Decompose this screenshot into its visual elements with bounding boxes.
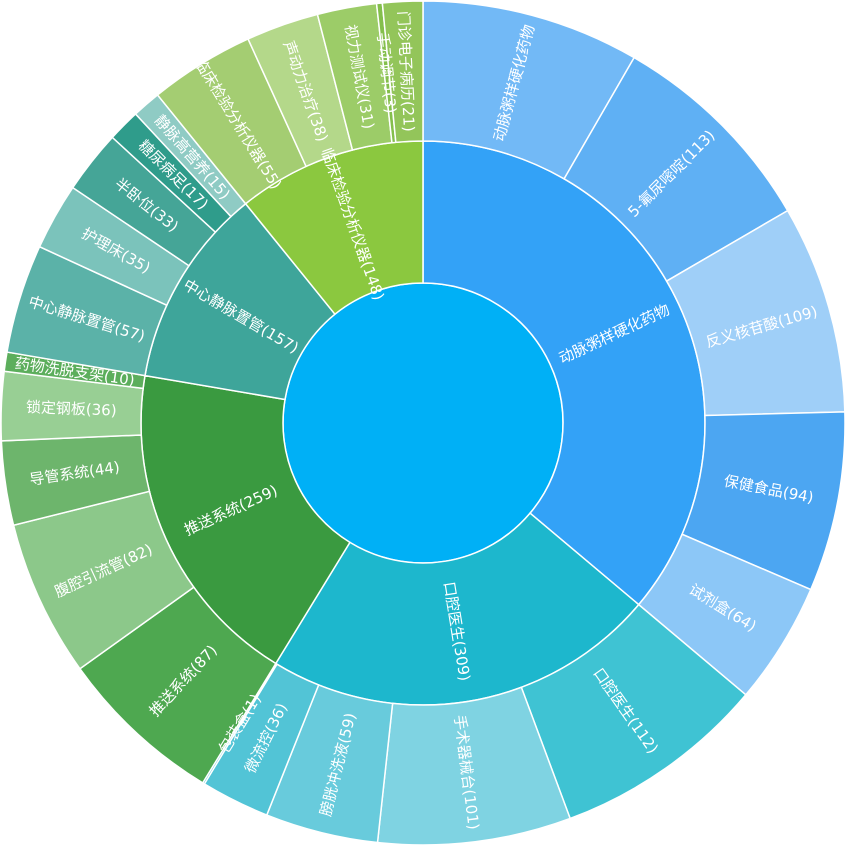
outer-segment-4-4[interactable] <box>381 0 424 144</box>
outer-label-4-4: 门诊电子病历(21) <box>394 11 418 133</box>
center-disc <box>282 282 564 564</box>
inner-ring <box>140 140 706 706</box>
outer-label-2-3: 锁定钢板(36) <box>26 398 117 420</box>
center-disc-layer <box>282 282 564 564</box>
